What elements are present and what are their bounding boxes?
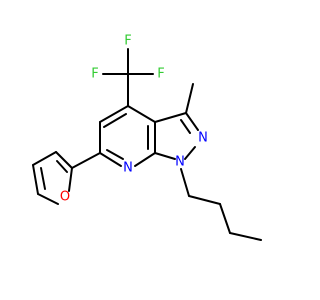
bond-n2-n1 [184,146,196,160]
fluorine-label-left: F [91,67,98,82]
nitrogen-label-n1: N [175,155,185,170]
bond-butyl-c1-c2 [188,195,221,205]
bond-c6-furan [71,152,101,169]
bond-furan-c2-o1 [68,167,73,192]
bond-furan-o1-c5 [37,193,59,205]
bond-n1-butyl-c1 [180,168,190,197]
bond-c6-n7-inner [106,149,124,160]
bond-n1-c7a [154,152,176,160]
bond-furan-c5-c4-inner [40,167,46,190]
bond-n7-c7a [134,152,156,167]
molecule-canvas: F F F O N N N [32,33,262,241]
chemical-structure-diagram: F F F O N N N [32,34,262,241]
bond-c3-n2-inner [180,119,191,134]
fluorine-label-right: F [157,67,164,82]
bond-c3-methyl [185,83,194,114]
bond-c4-c5 [99,105,129,123]
nitrogen-label-pyridine: N [123,161,133,176]
bond-c6-n7 [99,152,122,167]
bond-butyl-c2-c3 [219,203,231,234]
bond-c3a-c3 [154,112,187,123]
oxygen-label: O [60,190,70,205]
bond-furan-c3-c2 [55,151,73,169]
bond-c3-n2 [185,112,199,131]
bond-furan-c3-c2-inner [56,160,68,173]
bond-furan-c4-c3 [32,151,57,166]
bond-butyl-c3-c4 [229,232,262,241]
nitrogen-label-n2: N [198,131,208,146]
bond-furan-c5-c4 [32,164,39,195]
bond-c4-c5-inner [103,113,127,128]
bond-c3a-c4 [127,105,156,123]
fluorine-label-top: F [124,34,131,49]
